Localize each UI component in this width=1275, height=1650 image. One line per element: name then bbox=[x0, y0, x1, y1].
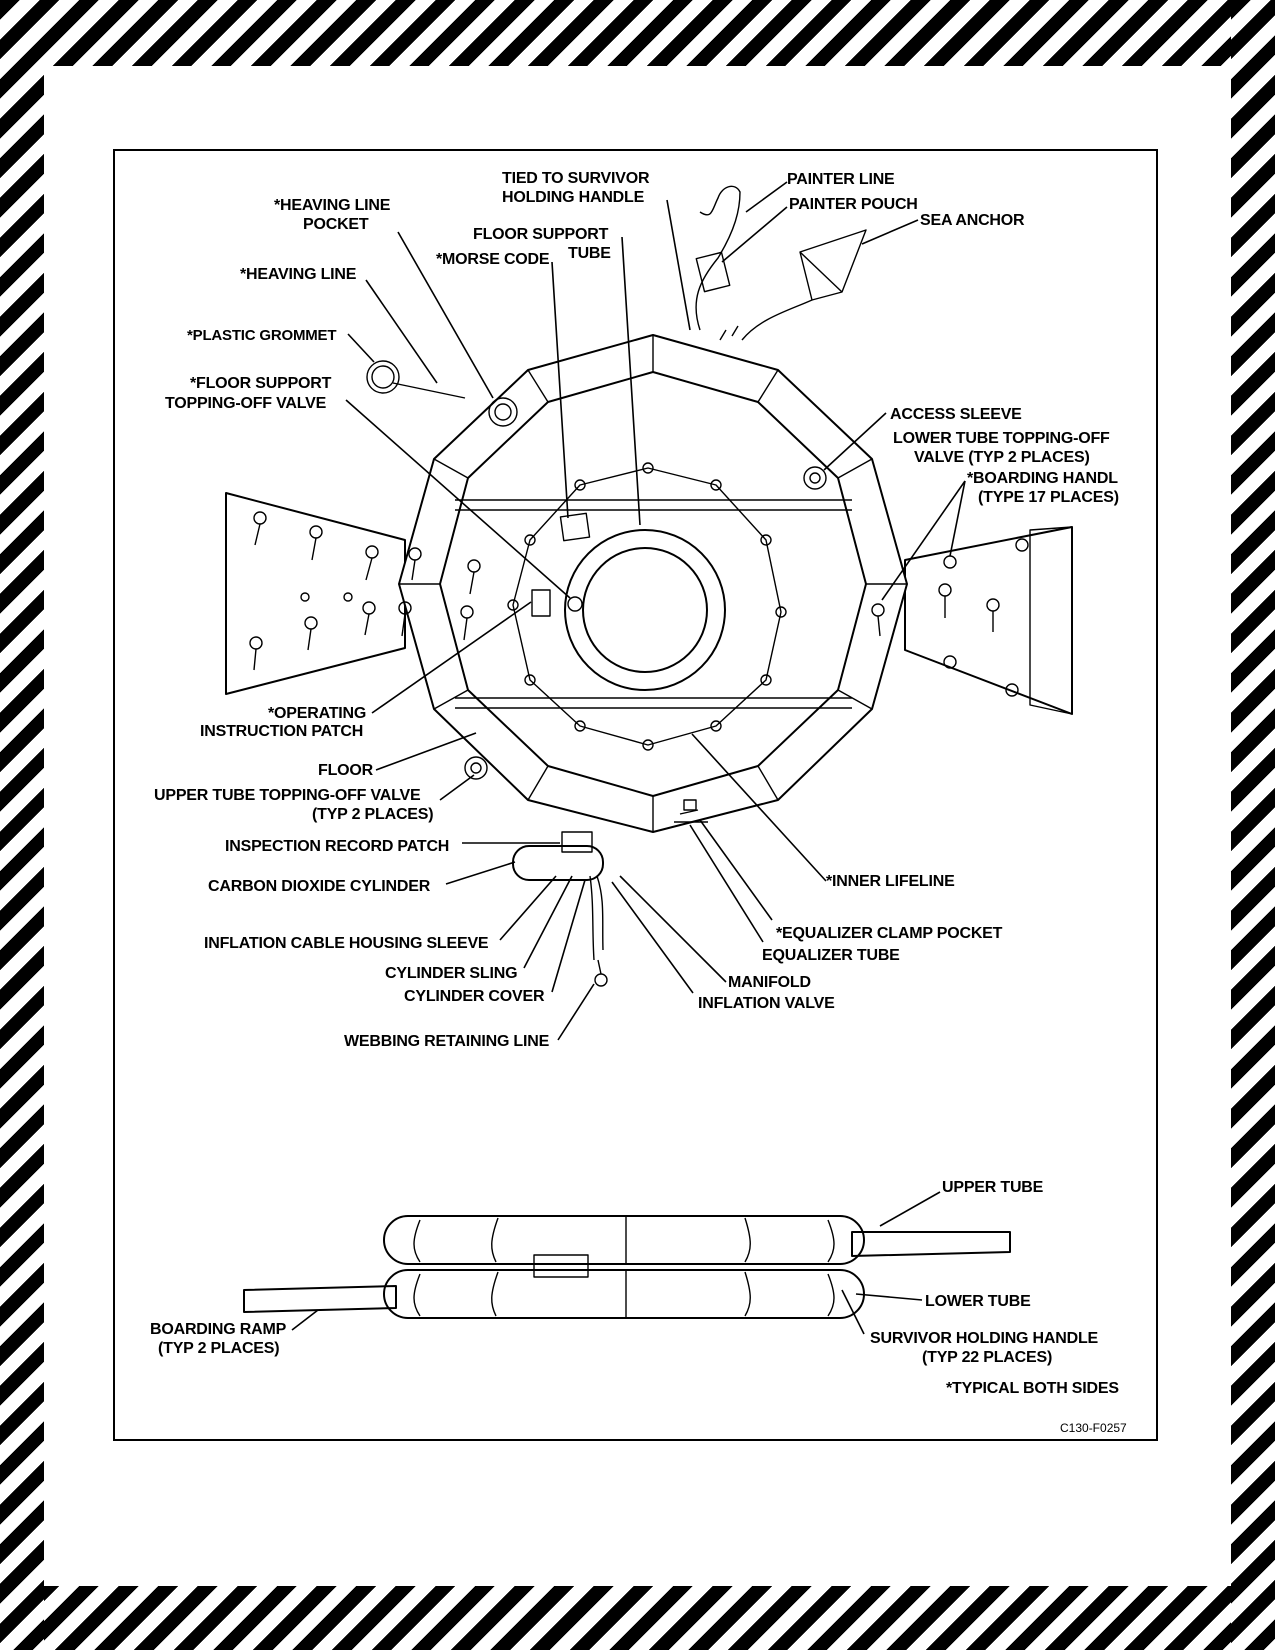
right-boarding-ramp bbox=[904, 526, 1073, 715]
hatch-border-top bbox=[0, 0, 1275, 66]
label-carbon-dioxide-cylinder: CARBON DIOXIDE CYLINDER bbox=[208, 878, 431, 895]
plastic-grommet bbox=[366, 360, 400, 394]
label-heaving-line: *HEAVING LINE bbox=[240, 266, 357, 283]
left-boarding-ramp bbox=[225, 492, 406, 695]
label-survivor-holding-handle: SURVIVOR HOLDING HANDLE bbox=[870, 1330, 1099, 1347]
side-lower-tube bbox=[383, 1269, 865, 1319]
label-inspection-record-patch: INSPECTION RECORD PATCH bbox=[225, 838, 449, 855]
co2-cylinder-assembly bbox=[512, 799, 708, 987]
label-inner-lifeline: *INNER LIFELINE bbox=[826, 873, 955, 890]
label-painter-line: PAINTER LINE bbox=[787, 171, 895, 188]
floor-support-valve bbox=[567, 596, 583, 612]
label-upper-tube-valve: UPPER TUBE TOPPING-OFF VALVE bbox=[154, 787, 421, 804]
label-tube: TUBE bbox=[568, 245, 611, 262]
hatch-border-bottom bbox=[0, 1586, 1275, 1650]
label-cylinder-cover: CYLINDER COVER bbox=[404, 988, 545, 1005]
label-survivor-handle-typ: (TYP 22 PLACES) bbox=[922, 1349, 1052, 1366]
sea-anchor-cone bbox=[799, 229, 867, 301]
lifeline-loops bbox=[507, 462, 787, 751]
side-upper-tube bbox=[383, 1215, 865, 1265]
label-floor: FLOOR bbox=[318, 762, 374, 779]
floor-support-bands bbox=[455, 499, 852, 709]
label-cylinder-sling: CYLINDER SLING bbox=[385, 965, 517, 982]
lower-tube-valve bbox=[803, 466, 827, 490]
upper-tube-valve bbox=[464, 756, 488, 780]
side-left-ramp bbox=[243, 1285, 397, 1313]
label-painter-pouch: PAINTER POUCH bbox=[789, 196, 918, 213]
heaving-line-pocket bbox=[488, 397, 518, 427]
label-equalizer-tube: EQUALIZER TUBE bbox=[762, 947, 900, 964]
label-lower-tube-valve: LOWER TUBE TOPPING-OFF bbox=[893, 430, 1110, 447]
operating-instruction-patch bbox=[531, 589, 551, 617]
boarding-handles bbox=[249, 511, 1029, 697]
labels: TIED TO SURVIVOR HOLDING HANDLE PAINTER … bbox=[150, 170, 1127, 1435]
label-boarding-ramp-typ: (TYP 2 PLACES) bbox=[158, 1340, 279, 1357]
label-webbing-retaining-line: WEBBING RETAINING LINE bbox=[344, 1033, 550, 1050]
label-heaving-line-pocket: *HEAVING LINE bbox=[274, 197, 391, 214]
label-inflation-cable-sleeve: INFLATION CABLE HOUSING SLEEVE bbox=[204, 935, 489, 952]
label-topping-off-valve: TOPPING-OFF VALVE bbox=[165, 395, 327, 412]
label-sea-anchor: SEA ANCHOR bbox=[920, 212, 1025, 229]
label-boarding-ramp: BOARDING RAMP bbox=[150, 1321, 287, 1338]
label-floor-support-valve: *FLOOR SUPPORT bbox=[190, 375, 332, 392]
label-pocket: POCKET bbox=[303, 216, 369, 233]
label-floor-support-tube: FLOOR SUPPORT bbox=[473, 226, 609, 243]
label-morse-code: *MORSE CODE bbox=[436, 251, 550, 268]
painter-gear bbox=[695, 185, 867, 341]
hatch-border-left bbox=[0, 0, 44, 1650]
floor-support-tube-ring-outer bbox=[564, 529, 726, 691]
label-holding-handle: HOLDING HANDLE bbox=[502, 189, 645, 206]
floor-support-tube-ring-inner bbox=[582, 547, 708, 673]
leader-lines bbox=[291, 181, 966, 1335]
raft-side-view bbox=[243, 1215, 1011, 1319]
label-operating: *OPERATING bbox=[268, 705, 366, 722]
label-manifold: MANIFOLD bbox=[728, 974, 811, 991]
label-upper-tube-valve-typ: (TYP 2 PLACES) bbox=[312, 806, 433, 823]
label-lower-tube-valve-typ: VALVE (TYP 2 PLACES) bbox=[914, 449, 1090, 466]
label-equalizer-clamp-pocket: *EQUALIZER CLAMP POCKET bbox=[776, 925, 1003, 942]
raft-top-view bbox=[225, 185, 1073, 987]
inner-lifeline bbox=[512, 467, 782, 746]
inspection-record-patch bbox=[561, 831, 593, 853]
side-right-ramp bbox=[851, 1231, 1011, 1257]
label-tied-to-survivor: TIED TO SURVIVOR bbox=[502, 170, 650, 187]
painter-pouch-box bbox=[695, 251, 731, 293]
label-typical-both-sides: *TYPICAL BOTH SIDES bbox=[946, 1380, 1119, 1397]
label-inflation-valve: INFLATION VALVE bbox=[698, 995, 835, 1012]
label-plastic-grommet: *PLASTIC GROMMET bbox=[187, 327, 336, 344]
label-boarding-handle: *BOARDING HANDL bbox=[967, 470, 1118, 487]
label-instruction-patch: INSTRUCTION PATCH bbox=[200, 723, 363, 740]
label-boarding-handle-typ: (TYPE 17 PLACES) bbox=[978, 489, 1119, 506]
tube-segment-lines bbox=[399, 335, 907, 832]
label-access-sleeve: ACCESS SLEEVE bbox=[890, 406, 1022, 423]
hatch-border-right bbox=[1231, 0, 1275, 1650]
figure-code: C130-F0257 bbox=[1060, 1421, 1127, 1435]
label-lower-tube: LOWER TUBE bbox=[925, 1293, 1031, 1310]
morse-code-patch bbox=[559, 512, 591, 542]
label-upper-tube: UPPER TUBE bbox=[942, 1179, 1044, 1196]
